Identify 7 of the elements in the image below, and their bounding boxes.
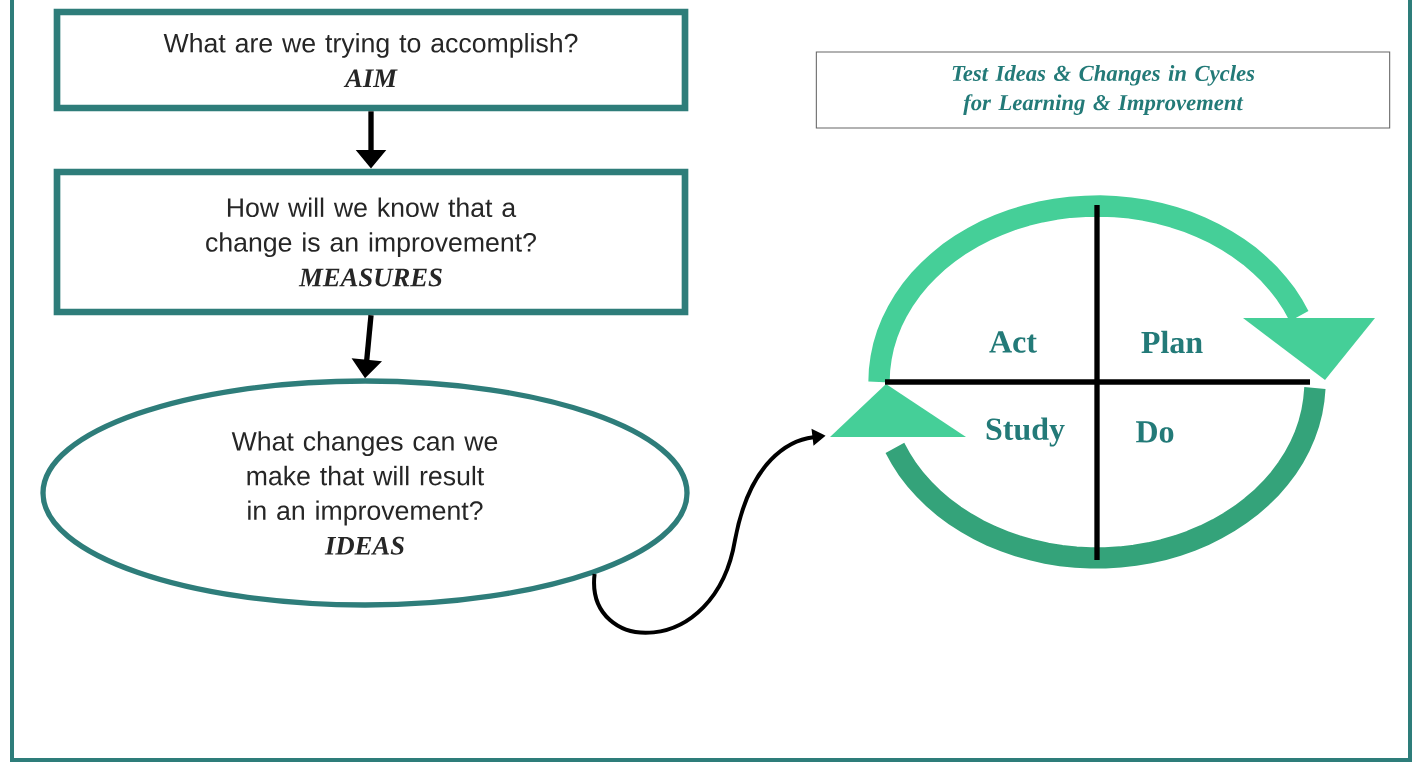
quadrant-label: Act [989,331,1037,353]
quadrant-label: Plan [1141,330,1203,354]
quadrant-label: Do [1136,421,1174,443]
note-box: Test Ideas & Changes in Cycles for Learning & Improvement [815,51,1391,129]
question-box: What are we trying to accomplish? AIM [53,8,689,112]
quadrant-label: Study [986,417,1065,447]
question-box: How will we know that a change is an improvement? MEASURES [53,168,689,316]
